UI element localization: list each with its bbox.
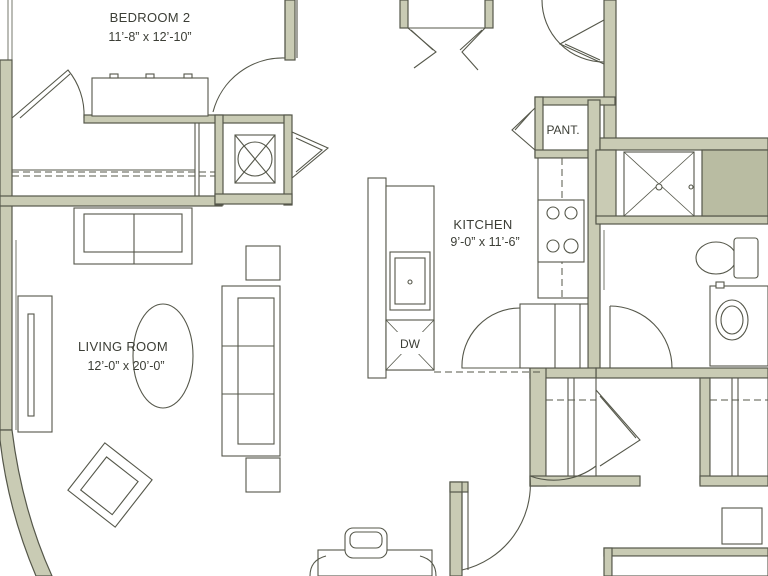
top-closet-right-wall (484, 0, 494, 29)
bedroom-door-stub (284, 0, 296, 61)
bedroom2-dims: 11’-8” x 12’-10” (108, 30, 191, 44)
mechanical-closet (234, 131, 330, 184)
lower-hall-wall (449, 481, 463, 576)
hall-closet-right-wall (699, 377, 711, 485)
hall-closet-left (545, 377, 597, 477)
bedroom1-wall (603, 547, 768, 557)
toilet-tank (733, 237, 759, 279)
range (537, 199, 585, 263)
kitchen-island (367, 177, 387, 379)
dresser-knob (183, 73, 193, 79)
bedroom2-name: BEDROOM 2 (110, 10, 191, 25)
bath-bottom-wall (595, 367, 768, 379)
pantry-left-wall (534, 96, 544, 158)
bath-shower-wall (595, 149, 617, 223)
living-dims: 12’-0” x 20’-0” (87, 359, 164, 373)
hall-bottom-right-wall (699, 475, 768, 487)
bathroom (599, 151, 768, 369)
dining-chair-side (309, 555, 327, 576)
hall-closet-bottom-wall (529, 475, 641, 487)
mech-door (291, 131, 330, 180)
burner (546, 239, 560, 253)
bath-mid-wall (595, 215, 768, 225)
dresser-knob (109, 73, 119, 79)
pantry-top-wall (534, 96, 616, 106)
burner (546, 206, 560, 220)
left-exterior-wall (0, 59, 13, 431)
dining-chair-side (419, 555, 437, 576)
nightstand (721, 507, 763, 545)
tv (27, 313, 35, 417)
hall-closets (461, 377, 768, 571)
toilet-bowl (695, 241, 737, 275)
upper-closet-doors (407, 0, 605, 71)
bedroom-south-wall (0, 195, 223, 207)
pantry-bottom-wall (534, 149, 596, 159)
dining (309, 527, 437, 576)
armchair (67, 442, 153, 528)
kitchen-name: KITCHEN (453, 217, 512, 232)
dresser (91, 77, 209, 117)
lower-door-swing (461, 475, 531, 571)
refrigerator (519, 303, 589, 369)
bedroom-door-swing (212, 57, 286, 113)
bedroom-2: BEDROOM 2 11’-8” x 12’-10” (11, 0, 298, 196)
burner (563, 238, 579, 254)
top-closet-left-wall (399, 0, 409, 29)
coffee-table (132, 303, 194, 409)
burner (564, 206, 578, 220)
shower-drain (655, 183, 663, 191)
entry-door-swing (541, 0, 605, 63)
end-table-bottom (245, 457, 281, 493)
bath-door-swing (609, 305, 673, 369)
mech-closet-left-wall (214, 114, 224, 206)
hall-closet-left-wall (529, 367, 547, 487)
bath-closet-block (701, 149, 768, 217)
dresser-knob (145, 73, 155, 79)
hall-closet-right (709, 377, 768, 477)
kitchen-dims: 9’-0” x 11’-6” (450, 235, 519, 249)
windows (7, 0, 17, 430)
bedroom-1-partial (611, 507, 768, 576)
living-name: LIVING ROOM (78, 339, 168, 354)
mech-closet-right-wall (283, 114, 293, 206)
bath-top-wall (599, 137, 768, 151)
upper-right-wall (603, 0, 617, 141)
upper-closet-door-left (407, 27, 437, 69)
bedroom1-left-wall (603, 547, 613, 576)
end-table-top (245, 245, 281, 281)
pantry-label: PANT. (546, 123, 579, 137)
kitchen-bath-wall (587, 99, 601, 373)
bed-edge (611, 555, 768, 576)
kitchen: DW PANT. KITCHEN 9’-0” x 11’-6” (367, 107, 589, 379)
living-room: LIVING ROOM 12’-0” x 20’-0” (17, 207, 281, 528)
upper-closet-door-right (461, 27, 486, 71)
fridge-door-swing (461, 307, 521, 369)
mech-closet-bottom-wall (214, 193, 293, 205)
dishwasher-label: DW (400, 337, 421, 351)
hall-closet-door (595, 389, 641, 467)
lower-hall-stub (449, 481, 469, 493)
tv-console (17, 295, 53, 433)
hall-door-swing (529, 465, 597, 481)
closet-door-swing (11, 69, 85, 119)
curved-exterior-wall (0, 429, 53, 576)
